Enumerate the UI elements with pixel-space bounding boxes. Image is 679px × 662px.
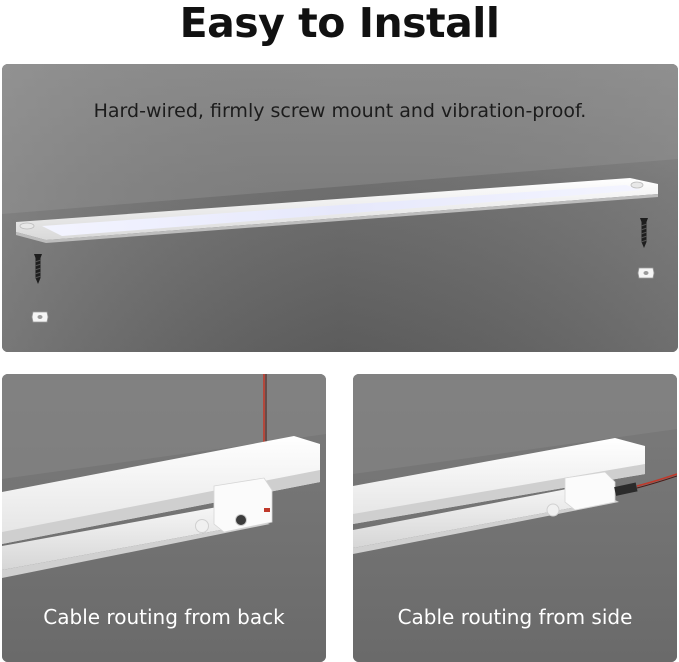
cable-back-illustration (2, 374, 326, 662)
light-bar (353, 484, 615, 548)
wall-anchor-icon (31, 311, 49, 323)
install-overview-illustration (2, 64, 678, 352)
sensor-icon (195, 519, 209, 533)
screw-icon (34, 254, 42, 284)
cable-side-panel: Cable routing from side (353, 374, 677, 662)
light-bar (16, 178, 658, 243)
sensor-icon (546, 503, 560, 517)
install-overview-panel: Hard-wired, firmly screw mount and vibra… (2, 64, 678, 352)
cable (614, 482, 638, 496)
cable-back-caption: Cable routing from back (43, 605, 285, 629)
cable-side-illustration (353, 374, 677, 662)
cable-side-caption: Cable routing from side (397, 605, 633, 629)
install-overview-caption: Hard-wired, firmly screw mount and vibra… (93, 100, 587, 122)
screw-icon (640, 218, 648, 248)
page-title: Easy to Install (179, 0, 500, 47)
wall-anchor-icon (637, 267, 655, 279)
cable-back-panel: Cable routing from back (2, 374, 326, 662)
switch-icon (235, 514, 247, 526)
